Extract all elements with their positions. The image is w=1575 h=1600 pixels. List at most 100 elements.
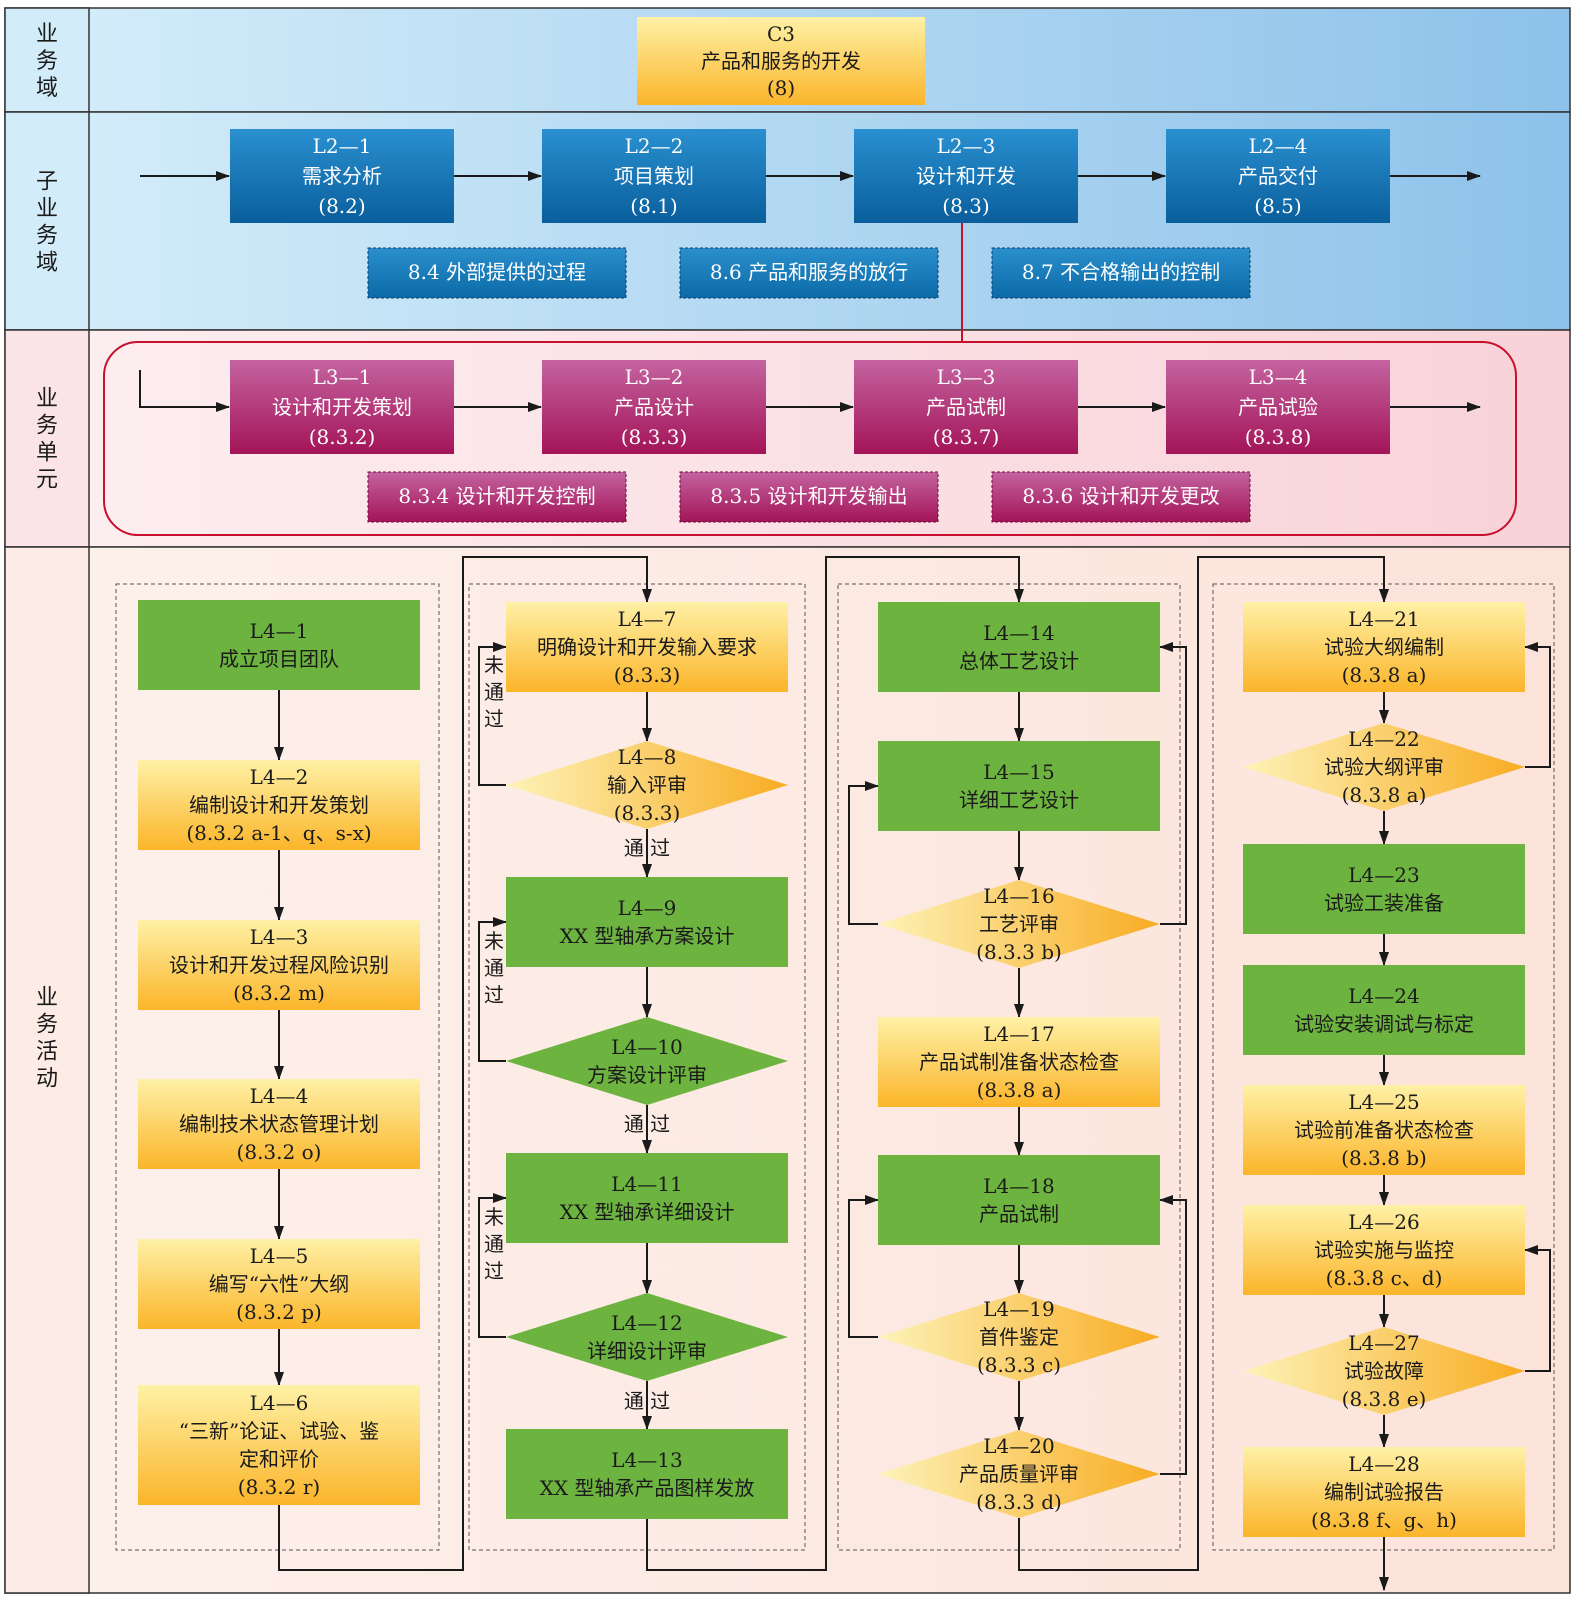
l3-2-line-2: (8.3.3) <box>621 425 688 449</box>
l4-node-20-line-1: 产品质量评审 <box>959 1462 1079 1486</box>
l2-box-1 <box>230 129 454 223</box>
l4-node-17-line-0: L4—17 <box>983 1022 1054 1046</box>
l4-node-2-line-1: 编制设计和开发策划 <box>189 793 369 817</box>
l4-node-9[interactable]: L4—9XX 型轴承方案设计 <box>506 877 788 967</box>
label-unit-char-2: 单 <box>36 441 58 466</box>
l2-support-2[interactable]: 8.6 产品和服务的放行 <box>679 247 939 299</box>
l4-node-4-line-0: L4—4 <box>250 1084 309 1108</box>
label-domain-char-0: 业 <box>36 22 58 47</box>
l4-node-18-line-0: L4—18 <box>983 1174 1054 1198</box>
l2-2-line-2: (8.1) <box>630 194 677 218</box>
l4-node-14-line-1: 总体工艺设计 <box>959 649 1079 673</box>
l3-support-box-3 <box>991 471 1251 523</box>
l4-node-23-line-1: 试验工装准备 <box>1324 891 1444 915</box>
l4-node-17-box <box>878 1017 1160 1107</box>
l3-1-line-0: L3—1 <box>313 365 372 389</box>
label-domain-char-1: 务 <box>36 49 58 74</box>
l2-3-line-0: L2—3 <box>937 134 996 158</box>
label-activity-char-0: 业 <box>36 986 58 1011</box>
l4-node-17-line-2: (8.3.8 a) <box>977 1078 1062 1102</box>
label-activity-char-3: 动 <box>36 1067 58 1092</box>
l4-node-13-box <box>506 1429 788 1519</box>
l4-node-5-line-1: 编写“六性”大纲 <box>209 1272 349 1296</box>
c3-line-1: 产品和服务的开发 <box>701 49 861 73</box>
l4-node-10-line-1: 方案设计评审 <box>587 1063 707 1087</box>
l3-4-line-2: (8.3.8) <box>1245 425 1312 449</box>
l4-node-24-box <box>1243 965 1525 1055</box>
l4-node-8-line-1: 输入评审 <box>607 773 687 797</box>
l2-support-3[interactable]: 8.7 不合格输出的控制 <box>991 247 1251 299</box>
l4-node-18[interactable]: L4—18 产品试制 <box>878 1155 1160 1245</box>
l2-support-1-line-0: 8.4 外部提供的过程 <box>408 260 586 284</box>
l3-support-1[interactable]: 8.3.4 设计和开发控制 <box>367 471 627 523</box>
l4-node-4-line-2: (8.3.2 o) <box>237 1140 322 1164</box>
l3-box-3 <box>854 360 1078 454</box>
c3-box <box>637 17 925 105</box>
l4-node-14-box <box>878 602 1160 692</box>
l3-support-2[interactable]: 8.3.5 设计和开发输出 <box>679 471 939 523</box>
l4-node-18-line-1: 产品试制 <box>979 1202 1059 1226</box>
label-unit-char-1: 务 <box>36 414 58 439</box>
arrow-l3-in <box>139 370 230 412</box>
l2-support-box-1 <box>367 247 627 299</box>
l4-node-21-line-2: (8.3.8 a) <box>1342 663 1427 687</box>
l4-node-26-line-2: (8.3.8 c、d) <box>1326 1266 1443 1290</box>
l4-node-19-line-0: L4—19 <box>983 1297 1054 1321</box>
l4-node-3-line-2: (8.3.2 m) <box>233 981 325 1005</box>
l4-node-9-line-1: XX 型轴承方案设计 <box>560 924 735 948</box>
l3-box-2 <box>542 360 766 454</box>
l3-2-line-1: 产品设计 <box>614 395 694 419</box>
loop-l4-8-to-7 <box>478 642 507 786</box>
label-fail-1-char-2: 过 <box>484 707 504 731</box>
l3-support-3[interactable]: 8.3.6 设计和开发更改 <box>991 471 1251 523</box>
l2-support-1[interactable]: 8.4 外部提供的过程 <box>367 247 627 299</box>
l4-node-28-line-2: (8.3.8 f、g、h) <box>1311 1508 1457 1532</box>
loop-l4-20-to-18 <box>1159 1195 1187 1475</box>
l2-box-2 <box>542 129 766 223</box>
l4-node-22-diamond <box>1243 723 1525 811</box>
loop-l4-16-to-14 <box>1159 642 1187 925</box>
l2-4-line-0: L2—4 <box>1249 134 1308 158</box>
l4-node-3-box <box>138 920 420 1010</box>
l4-node-9-box <box>506 877 788 967</box>
l4-node-5[interactable]: L4—5编写“六性”大纲(8.3.2 p) <box>138 1239 420 1329</box>
l4-node-7-line-2: (8.3.3) <box>614 663 681 687</box>
label-subdomain-char-2: 务 <box>36 224 58 249</box>
